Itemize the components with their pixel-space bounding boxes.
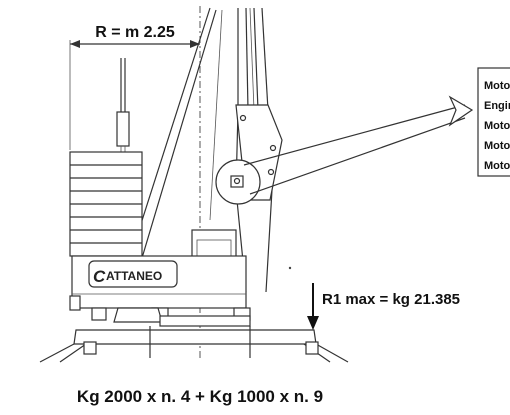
- radius-label: R = m 2.25: [95, 24, 175, 41]
- slewing-ring: [91, 307, 251, 327]
- callout-line-2: Engin: [484, 100, 510, 112]
- callout-box: Moto Engin Moto Moto Moto: [477, 67, 510, 177]
- base-frame: [39, 326, 349, 363]
- callout-line-3: Moto: [484, 120, 510, 132]
- callout-line-1: Moto: [484, 80, 510, 92]
- reaction-arrow: R1 max = kg 21.385: [307, 283, 460, 330]
- brand-name: ATTANEO: [106, 269, 162, 283]
- slewing-body: C ATTANEO: [69, 255, 247, 311]
- counterweight-rod: [116, 58, 130, 152]
- counterweight-label: Kg 2000 x n. 4 + Kg 1000 x n. 9: [77, 387, 323, 406]
- mast: [235, 7, 283, 293]
- jib-arrow: [243, 95, 474, 195]
- counterweight-stack: [69, 151, 143, 257]
- callout-line-5: Moto: [484, 160, 510, 172]
- callout-line-4: Moto: [484, 140, 510, 152]
- reaction-label: R1 max = kg 21.385: [322, 291, 460, 308]
- radius-dimension: R = m 2.25: [69, 24, 200, 150]
- boom: [129, 7, 223, 259]
- brand-initial: C: [93, 267, 106, 286]
